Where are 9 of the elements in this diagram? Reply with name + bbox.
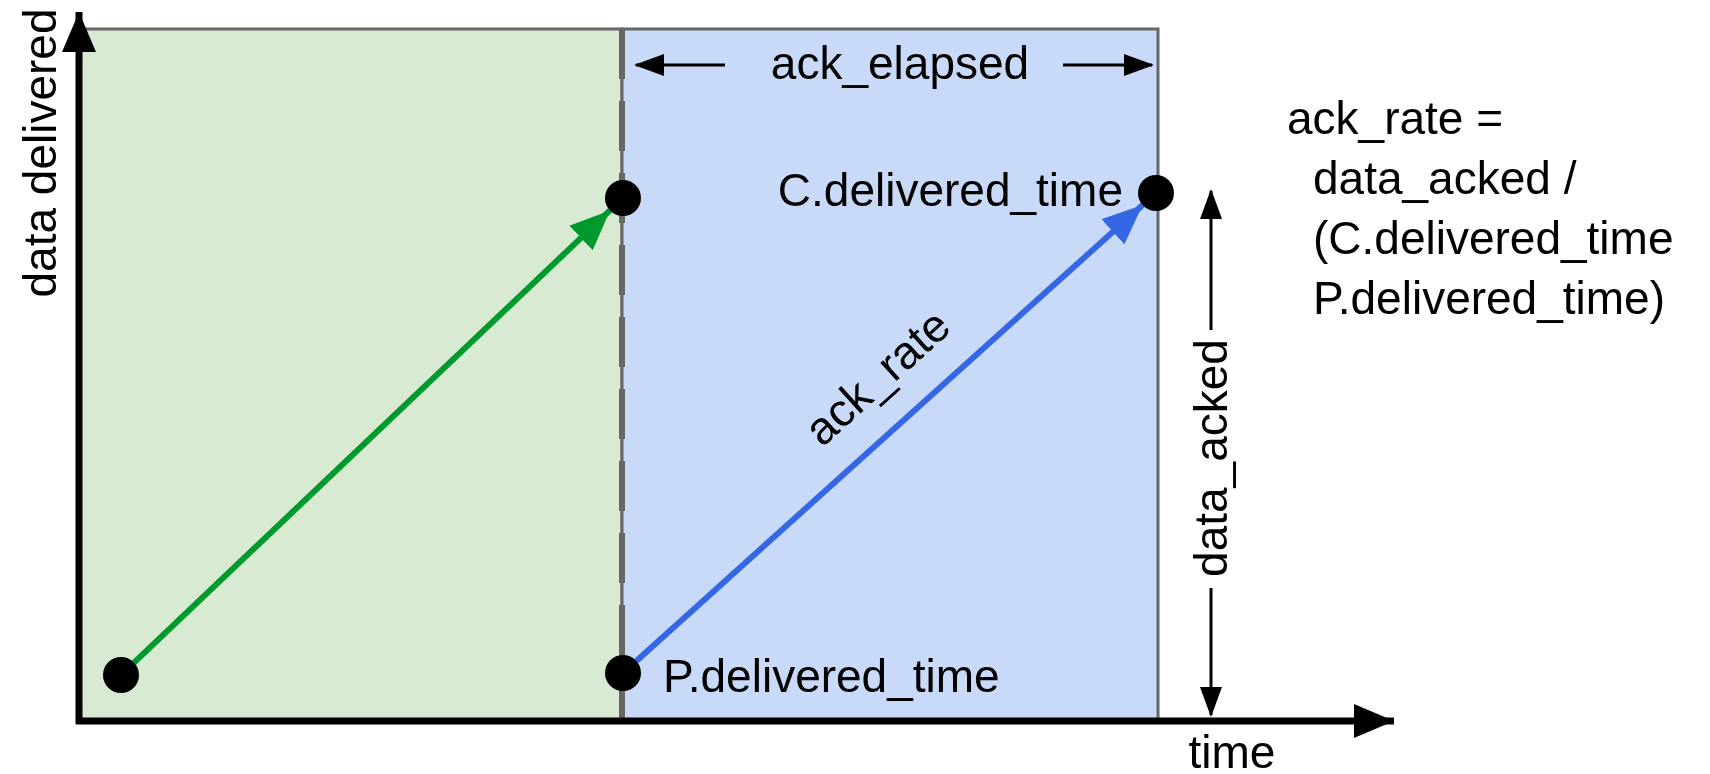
point-marker xyxy=(1138,175,1174,211)
point-label: C.delivered_time xyxy=(777,167,1123,213)
dimension-label: data_acked xyxy=(1188,339,1234,577)
arrow xyxy=(634,202,1145,664)
formula-text: ack_rate = data_acked / (C.delivered_time P.delivered_time) xyxy=(1287,91,1675,326)
axis-title: time xyxy=(1188,729,1276,774)
axis-title: data delivered xyxy=(17,8,63,298)
arrow xyxy=(132,208,612,665)
point-label: P.delivered_time xyxy=(663,653,1000,699)
